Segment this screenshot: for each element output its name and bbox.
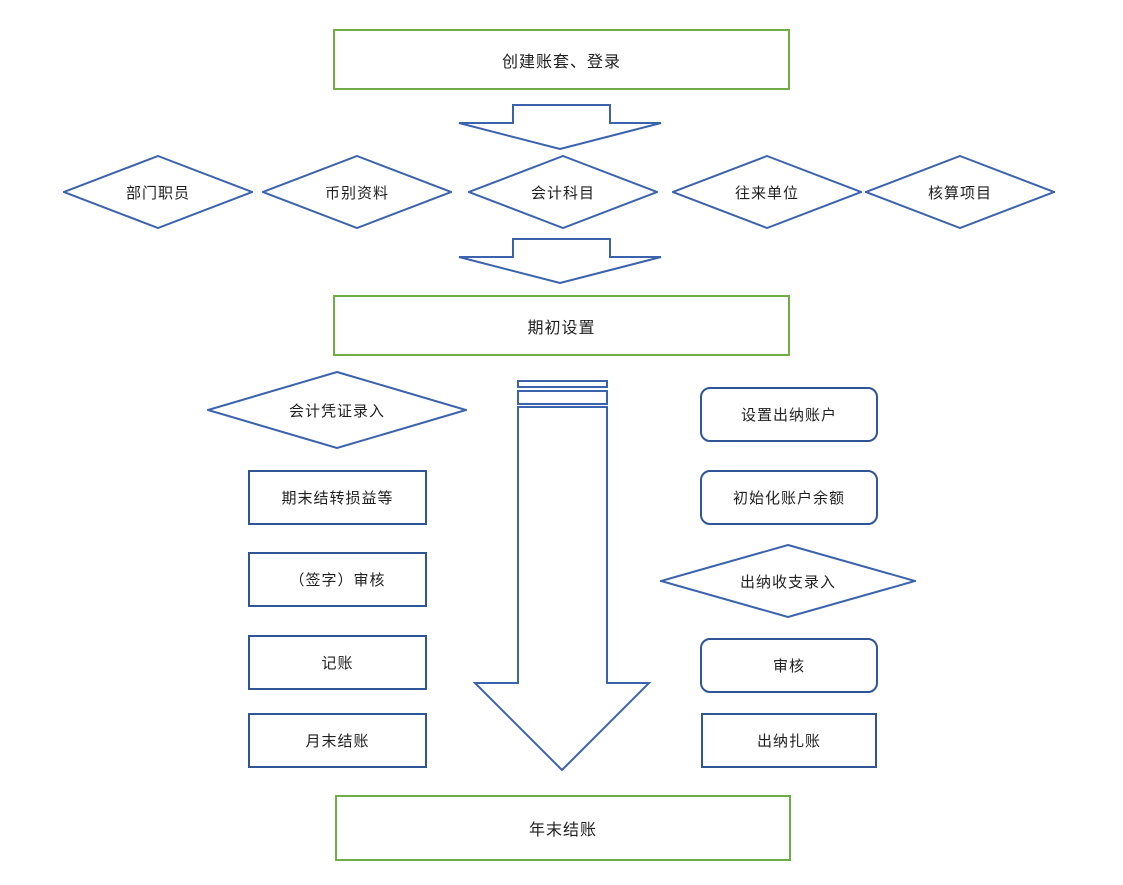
node-bookkeeping-label: 记账	[321, 655, 354, 672]
node-year-end-closing-label: 年末结账	[528, 822, 597, 839]
node-cashier-closing-label: 出纳扎账	[756, 733, 821, 750]
node-initial-setup: 期初设置	[333, 295, 790, 356]
node-create-account-login: 创建账套、登录	[333, 29, 790, 90]
node-period-end-carryover: 期末结转损益等	[248, 470, 427, 525]
node-cashier-closing: 出纳扎账	[701, 713, 877, 768]
node-period-end-carryover-label: 期末结转损益等	[281, 490, 394, 507]
node-bookkeeping: 记账	[248, 635, 427, 690]
node-cashier-review: 审核	[700, 638, 878, 693]
node-accounting-items: 核算项目	[865, 155, 1055, 229]
down-arrow-icon	[458, 104, 662, 150]
node-create-account-login-label: 创建账套、登录	[501, 53, 621, 71]
node-accounting-subjects: 会计科目	[468, 155, 658, 229]
node-voucher-entry: 会计凭证录入	[207, 371, 467, 449]
node-cashier-entry: 出纳收支录入	[660, 544, 916, 618]
node-department-staff: 部门职员	[63, 155, 253, 229]
striped-down-arrow-icon	[470, 380, 654, 772]
node-currency-data: 币别资料	[262, 155, 452, 229]
node-sign-review: （签字）审核	[248, 552, 427, 607]
node-cashier-review-label: 审核	[772, 658, 805, 675]
node-currency-data-label: 币别资料	[324, 184, 389, 202]
node-month-end-closing-label: 月末结账	[305, 733, 370, 750]
node-setup-cashier-account-label: 设置出纳账户	[740, 407, 837, 424]
node-setup-cashier-account: 设置出纳账户	[700, 387, 878, 442]
node-init-account-balance-label: 初始化账户余额	[732, 490, 845, 507]
node-business-units: 往来单位	[672, 155, 862, 229]
node-initial-setup-label: 期初设置	[527, 319, 596, 337]
node-sign-review-label: （签字）审核	[289, 572, 386, 589]
node-voucher-entry-label: 会计凭证录入	[288, 402, 385, 420]
node-month-end-closing: 月末结账	[248, 713, 427, 768]
node-init-account-balance: 初始化账户余额	[700, 470, 878, 525]
node-department-staff-label: 部门职员	[125, 184, 190, 202]
node-cashier-entry-label: 出纳收支录入	[739, 573, 836, 591]
node-accounting-subjects-label: 会计科目	[530, 184, 595, 202]
node-year-end-closing: 年末结账	[335, 795, 791, 861]
node-accounting-items-label: 核算项目	[927, 184, 992, 202]
down-arrow-icon	[458, 238, 662, 284]
node-business-units-label: 往来单位	[734, 184, 799, 202]
